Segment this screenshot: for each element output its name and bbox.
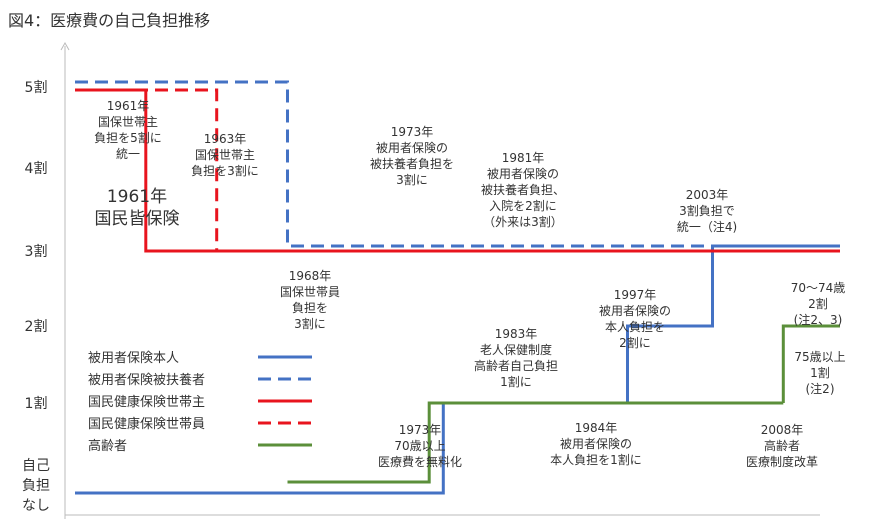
y-tick-label: 4割	[25, 160, 48, 177]
annotation: 1961年国民皆保険	[95, 187, 180, 229]
y-tick-label: 1割	[25, 395, 48, 412]
annotation: 2008年高齢者医療制度改革	[746, 423, 818, 469]
y-tick-label: 5割	[25, 79, 48, 96]
legend-label: 国民健康保険世帯主	[88, 394, 205, 410]
series-lines	[75, 80, 840, 495]
y-tick-label: 負担	[22, 478, 50, 494]
annotations: 1961年国保世帯主負担を5割に統一 1963年国保世帯主負担を3割に 1961年国…	[94, 99, 845, 469]
y-tick-label: 2割	[25, 318, 48, 335]
y-axis-arrow	[60, 41, 70, 51]
legend-label: 高齢者	[88, 438, 127, 454]
series-line-elderly_70_74	[781, 324, 840, 403]
legend-label: 被用者保険被扶養者	[88, 372, 205, 388]
series-line-nhi_head	[75, 88, 840, 253]
annotation: 1963年国保世帯主負担を3割に	[191, 132, 259, 178]
y-tick-label: 自己	[22, 458, 50, 474]
legend-label: 被用者保険本人	[88, 351, 179, 366]
annotation: 1984年被用者保険の本人負担を1割に	[550, 421, 642, 467]
series-line-dependent	[75, 80, 840, 248]
series-line-elderly	[287, 401, 784, 484]
y-tick-label: 3割	[25, 243, 48, 260]
legend-label: 国民健康保険世帯員	[88, 416, 205, 432]
y-tick-label: なし	[22, 498, 50, 514]
series-line-nhi_member	[75, 88, 840, 253]
annotation: 1981年被用者保険の被扶養者負担、入院を2割に（外来は3割）	[481, 151, 565, 229]
chart-title: 図4：医療費の自己負担推移	[8, 11, 210, 30]
series-line-employee	[75, 244, 840, 495]
annotation: 1961年国保世帯主負担を5割に統一	[94, 99, 162, 161]
